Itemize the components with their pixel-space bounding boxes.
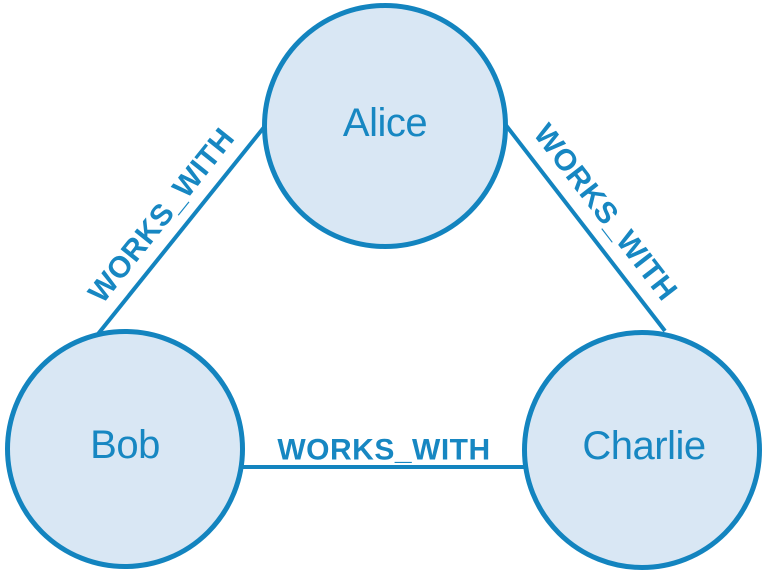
edge-bob-charlie: WORKS_WITH (238, 434, 528, 469)
node-label-charlie: Charlie (582, 424, 705, 468)
edge-alice-charlie: WORKS_WITH (503, 118, 684, 333)
edge-label-bob-charlie: WORKS_WITH (277, 434, 490, 467)
node-charlie: Charlie (522, 330, 762, 570)
node-label-bob: Bob (90, 423, 160, 467)
edge-line-alice-charlie (503, 122, 667, 333)
node-bob: Bob (5, 329, 245, 569)
edge-alice-bob: WORKS_WITH (82, 122, 267, 336)
edge-line-alice-bob (96, 124, 267, 336)
edge-label-alice-charlie: WORKS_WITH (527, 118, 684, 307)
node-label-alice: Alice (343, 101, 427, 145)
edge-label-alice-bob: WORKS_WITH (82, 122, 241, 309)
node-circle-bob (5, 329, 245, 569)
node-alice: Alice (262, 3, 508, 249)
node-circle-alice (262, 3, 508, 249)
node-circle-charlie (522, 330, 762, 570)
